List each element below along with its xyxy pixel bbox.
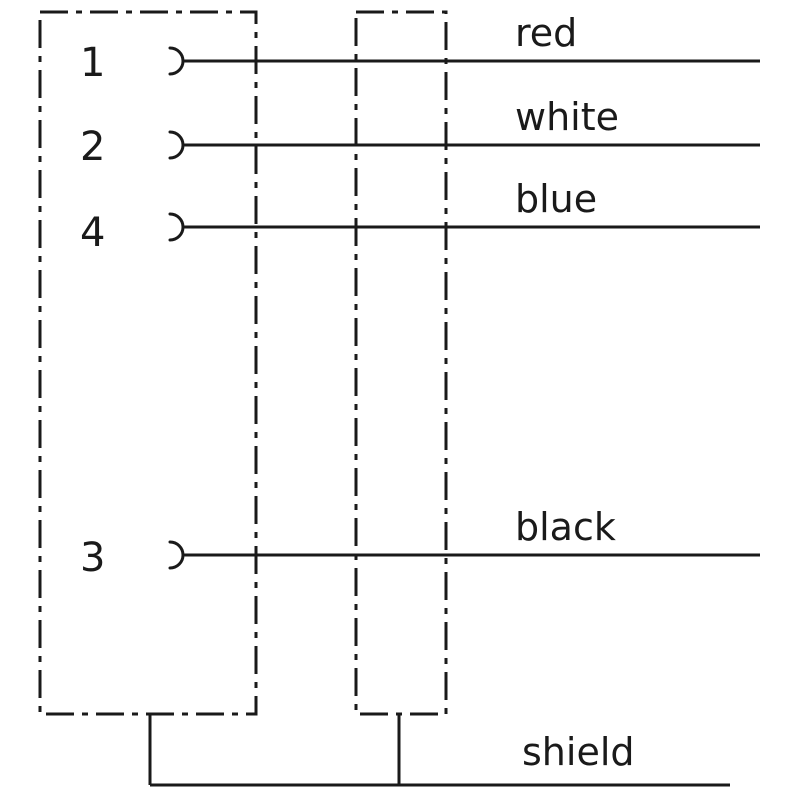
- wire-row-pin-3: 3 black: [80, 505, 760, 581]
- cable-shield-outline: [354, 10, 448, 716]
- wire-row-pin-2: 2 white: [80, 95, 760, 170]
- wire-row-pin-1: 1 red: [80, 11, 760, 86]
- socket-contact-icon: [168, 212, 185, 242]
- wire-color-label: black: [515, 505, 616, 549]
- pin-number-label: 1: [80, 40, 105, 86]
- pin-number-label: 4: [80, 210, 105, 256]
- wire-color-label: blue: [515, 177, 597, 221]
- pin-number-label: 2: [80, 124, 105, 170]
- socket-contact-icon: [168, 46, 185, 76]
- socket-contact-icon: [168, 130, 185, 160]
- connector-housing-outline: [38, 10, 258, 716]
- shield-connection: shield: [148, 714, 730, 787]
- wire-row-pin-4: 4 blue: [80, 177, 760, 256]
- wire-color-label: red: [515, 11, 577, 55]
- pin-number-label: 3: [80, 535, 105, 581]
- shield-label: shield: [522, 730, 635, 774]
- socket-contact-icon: [168, 540, 185, 570]
- wire-color-label: white: [515, 95, 619, 139]
